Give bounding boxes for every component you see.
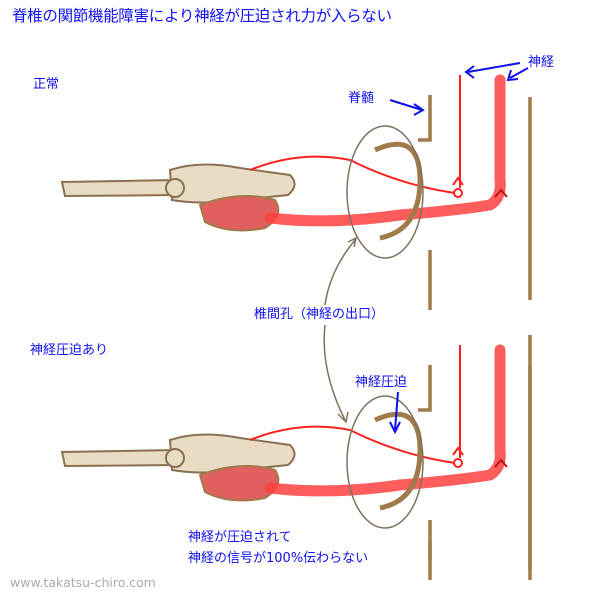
spinal-cord-label: 脊髄: [348, 91, 375, 106]
arrow-icon: [506, 67, 529, 82]
caption-line2: 神経の信号が100%伝わらない: [188, 551, 369, 566]
caption-line1: 神経が圧迫されて: [188, 530, 292, 545]
page-title: 脊椎の関節機能障害により神経が圧迫され力が入らない: [12, 7, 392, 25]
compression-point-label: 神経圧迫: [355, 375, 408, 390]
arrow-icon: [464, 62, 521, 79]
normal-panel: [62, 75, 530, 310]
compressed-label: 神経圧迫あり: [30, 343, 109, 358]
nerve-label: 神経: [528, 55, 555, 70]
compressed-panel: [62, 345, 530, 580]
watermark: www.takatsu-chiro.com: [10, 575, 156, 590]
arrows: [389, 62, 529, 435]
arrow-icon: [389, 99, 425, 116]
foramen-label: 椎間孔（神経の出口）: [254, 307, 385, 322]
foramen-pointers: [323, 236, 358, 424]
arrow-icon: [389, 391, 401, 435]
normal-label: 正常: [33, 77, 60, 92]
